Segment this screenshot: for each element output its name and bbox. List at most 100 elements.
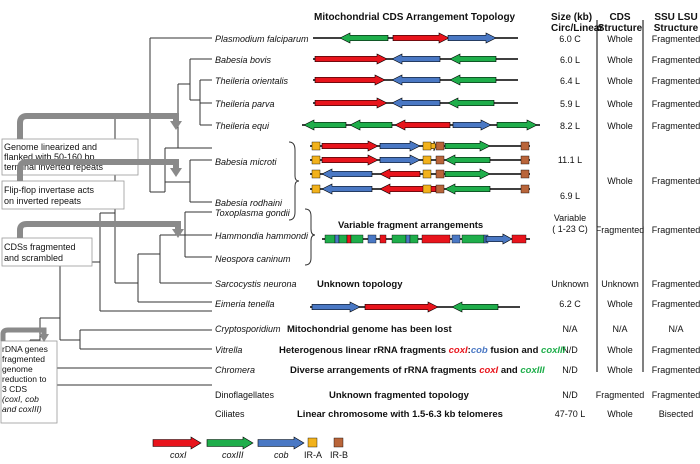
phylogenetic-tree xyxy=(29,37,212,390)
ira-box xyxy=(422,184,432,194)
callout-rdna: rDNA genes fragmented genome reduction t… xyxy=(0,327,58,424)
ssu-value: Fragmented xyxy=(652,345,700,355)
legend-irb-box xyxy=(333,437,344,448)
cob-arrow xyxy=(321,168,373,180)
taxon-ciliates: Ciliates xyxy=(215,409,245,419)
legend: coxI coxIII cob IR-A IR-B xyxy=(152,436,348,460)
cds-value: Whole xyxy=(607,409,633,419)
coxIII-arrow xyxy=(339,32,389,44)
taxon-sarcocystis-neurona: Sarcocystis neurona xyxy=(215,279,297,289)
coxI-arrow xyxy=(314,53,388,65)
svg-text:genome: genome xyxy=(2,364,33,374)
babesia-group-cds: Whole xyxy=(607,176,633,186)
ssu-value: Fragmented xyxy=(652,99,700,109)
ira-box xyxy=(422,169,432,179)
size-value: 47-70 L xyxy=(555,409,586,419)
cds-value: Whole xyxy=(607,121,633,131)
cds-value: N/A xyxy=(612,324,627,334)
coxIII-arrow xyxy=(451,301,499,313)
gene-arrangements xyxy=(302,32,540,313)
ssu-value: Fragmented xyxy=(652,121,700,131)
coxI-arrow xyxy=(379,168,421,180)
taxon-toxoplasma-gondii: Toxoplasma gondii xyxy=(215,208,291,218)
coxI-arrow xyxy=(394,119,451,131)
irb-box xyxy=(435,169,445,179)
legend-cob-label: cob xyxy=(274,450,289,460)
coccidia-size-line2: ( 1-23 C) xyxy=(552,224,588,234)
callout-cds-fragmented: CDSs fragmented and scrambled xyxy=(1,221,184,267)
legend-coxIII-label: coxIII xyxy=(222,450,244,460)
rodhaini-size: 6.9 L xyxy=(560,191,580,201)
brace-babesia xyxy=(288,141,300,221)
cds-value: Whole xyxy=(607,365,633,375)
gene-fragment xyxy=(334,234,340,244)
svg-text:reduction to: reduction to xyxy=(2,374,47,384)
cds-value: Whole xyxy=(607,99,633,109)
taxon-chromera: Chromera xyxy=(215,365,255,375)
gene-fragment xyxy=(338,234,348,244)
irb-box xyxy=(435,141,445,151)
svg-text:3 CDS: 3 CDS xyxy=(2,384,27,394)
coxIII-arrow xyxy=(444,140,491,152)
cds-header-line2: Structure xyxy=(598,23,643,34)
cds-value: Whole xyxy=(607,34,633,44)
svg-text:and scrambled: and scrambled xyxy=(4,253,63,263)
cds-value: Whole xyxy=(607,299,633,309)
gene-fragment xyxy=(511,234,527,244)
coxI-arrow xyxy=(392,32,450,44)
ssu-header-line1: SSU LSU xyxy=(654,12,697,23)
irb-box xyxy=(435,184,445,194)
gene-fragment xyxy=(421,234,451,244)
ssu-value: Fragmented xyxy=(652,299,700,309)
taxon-theileria-orientalis: Theileria orientalis xyxy=(215,76,289,86)
cob-arrow xyxy=(391,53,441,65)
irb-box xyxy=(435,155,445,165)
coccidia-ssu: Fragmented xyxy=(652,225,700,235)
legend-coxI-label: coxI xyxy=(170,450,187,460)
cob-arrow xyxy=(447,32,497,44)
taxon-dinoflagellates: Dinoflagellates xyxy=(215,390,275,400)
size-value: 6.0 L xyxy=(560,55,580,65)
ssu-header-line2: Structure xyxy=(654,23,699,34)
ira-box xyxy=(422,155,432,165)
legend-coxI-arrow xyxy=(152,436,202,450)
ssu-value: N/A xyxy=(668,324,683,334)
size-header-line1: Size (kb) xyxy=(551,12,592,23)
callout-arrow-linearized xyxy=(17,113,179,139)
svg-text:rDNA genes: rDNA genes xyxy=(2,344,48,354)
ira-box xyxy=(422,141,432,151)
size-value: N/D xyxy=(562,345,578,355)
cds-value: Whole xyxy=(607,345,633,355)
callout-arrow-rdna xyxy=(0,327,47,341)
gene-fragment xyxy=(346,234,352,244)
coxIII-arrow xyxy=(444,168,491,180)
svg-text:Genome linearized and: Genome linearized and xyxy=(4,142,97,152)
vitrella-note: Heterogenous linear rRNA fragments coxI:… xyxy=(279,345,566,356)
sarcocystis-topology: Unknown topology xyxy=(317,279,403,290)
cob-arrow xyxy=(452,119,492,131)
ira-box xyxy=(311,155,321,165)
taxon-hammondia-hammondi: Hammondia hammondi xyxy=(215,231,309,241)
size-value: 6.4 L xyxy=(560,76,580,86)
coxIII-arrow xyxy=(496,119,538,131)
ira-box xyxy=(311,169,321,179)
coxIII-arrow xyxy=(349,119,393,131)
legend-coxIII-arrow xyxy=(206,436,254,450)
cob-arrow xyxy=(391,97,441,109)
cds-value: Whole xyxy=(607,55,633,65)
irb-box xyxy=(520,141,530,151)
topology-header: Mitochondrial CDS Arrangement Topology xyxy=(314,12,516,23)
dinoflagellates-note: Unknown fragmented topology xyxy=(329,390,470,401)
taxon-cryptosporidium: Cryptosporidium xyxy=(215,324,281,334)
coxIII-arrow xyxy=(444,183,491,195)
irb-box xyxy=(520,184,530,194)
svg-text:on inverted repeats: on inverted repeats xyxy=(4,196,82,206)
coxI-arrow xyxy=(321,154,379,166)
svg-text:fragmented: fragmented xyxy=(2,354,45,364)
legend-irb-label: IR-B xyxy=(330,450,348,460)
cds-value: Fragmented xyxy=(596,390,645,400)
ira-box xyxy=(311,141,321,151)
size-value: 6.2 C xyxy=(559,299,581,309)
